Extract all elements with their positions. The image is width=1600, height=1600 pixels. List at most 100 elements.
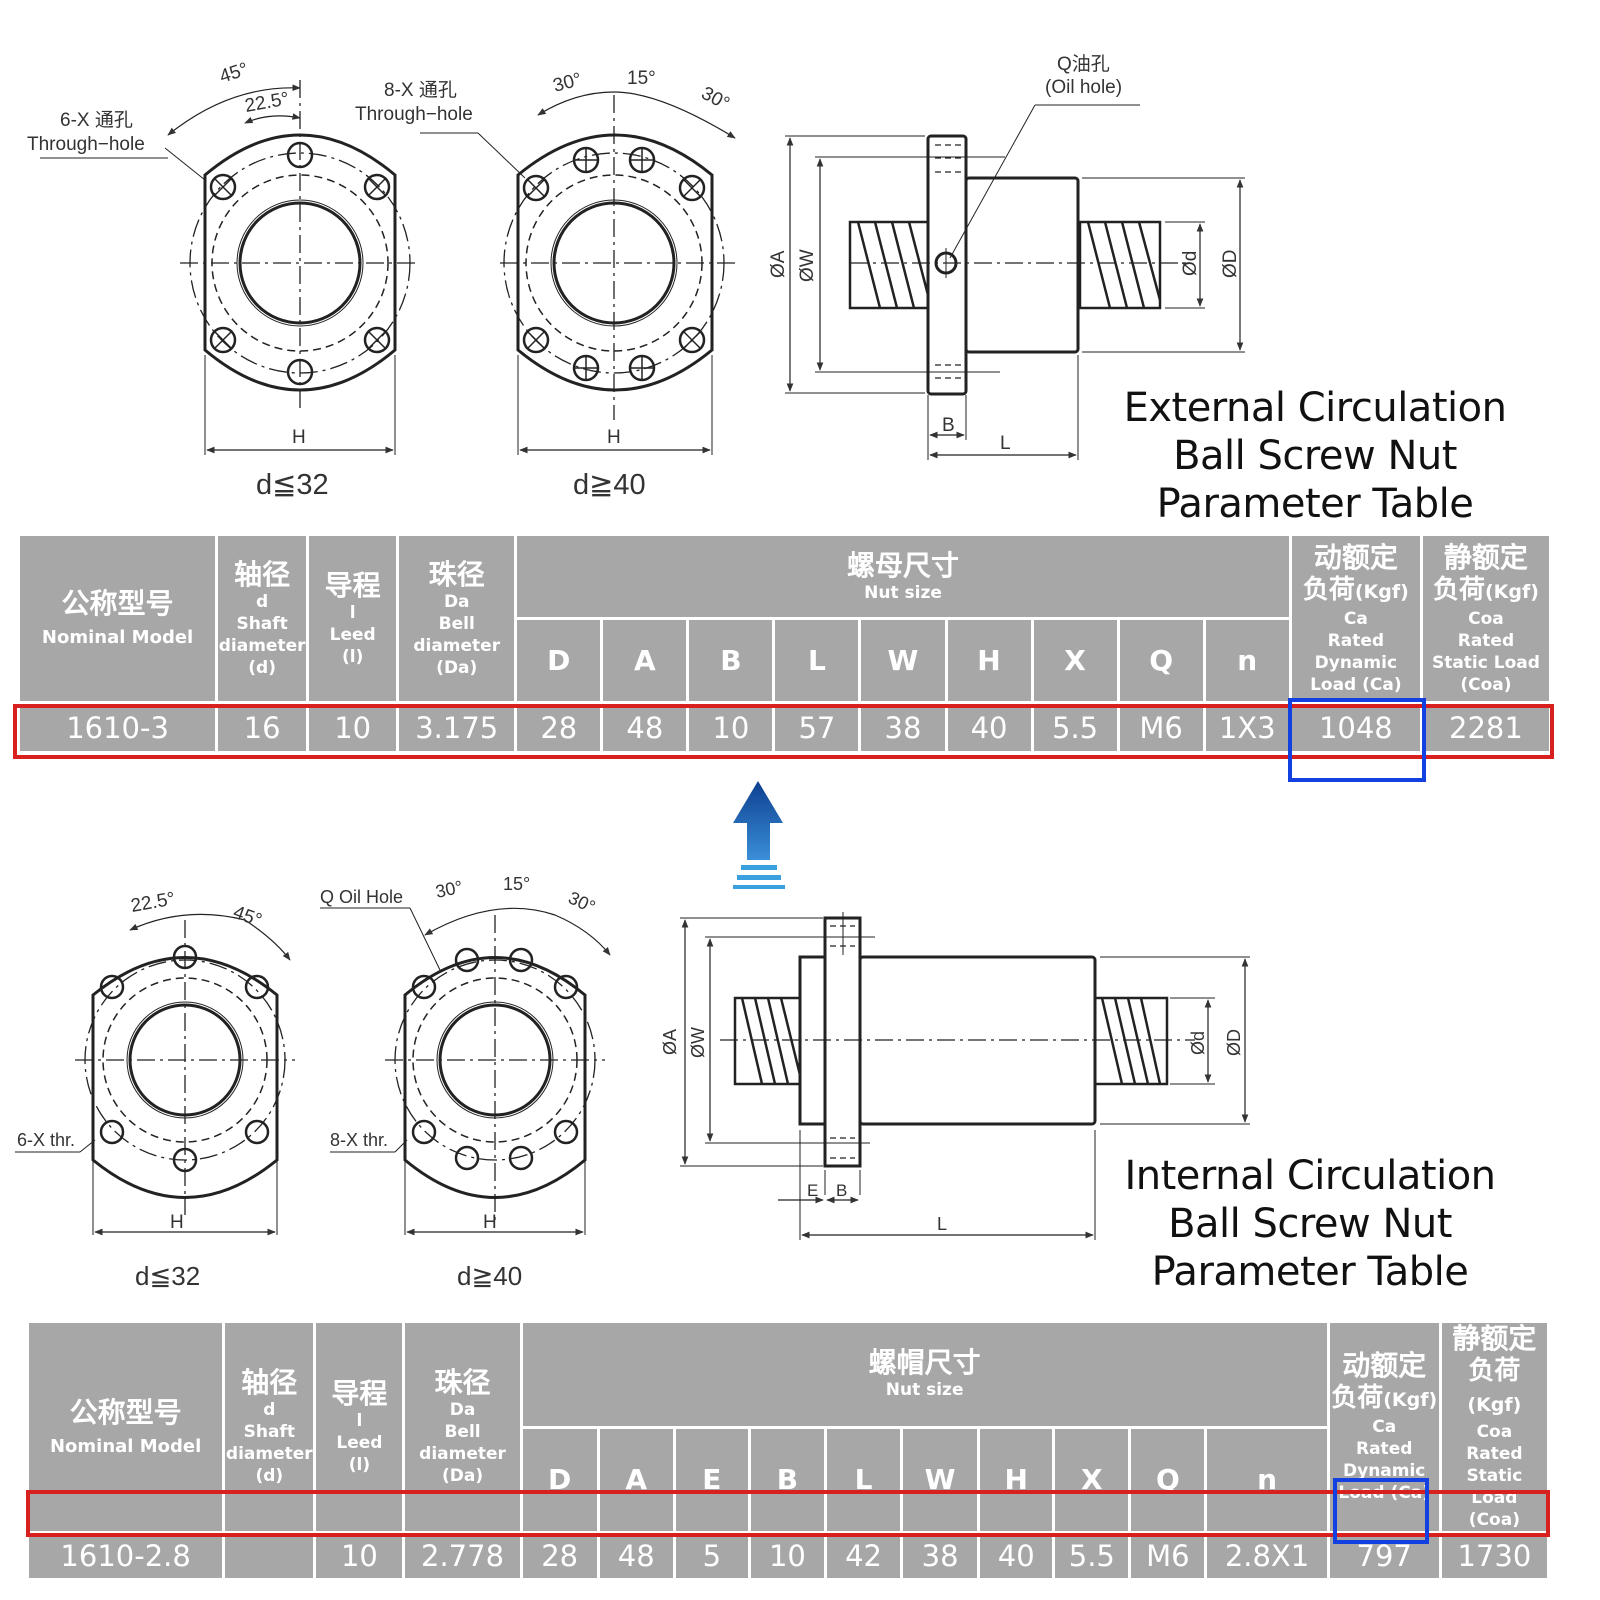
int-header-model: 公称型号 Nominal Model [25,1320,226,1534]
ext-dim-L: L [1000,433,1011,454]
int-cell-model: 1610-2.8 [25,1531,226,1581]
ext-small-hole-label-en: Through−hole [27,134,145,155]
int-dim-D: ØD [1224,1029,1244,1056]
int-cell-A: 48 [596,1531,676,1581]
ext-small-caption: d≦32 [256,469,329,501]
external-title-line-1: External Circulation [1123,385,1507,431]
int-large-width-label: H [483,1212,497,1233]
ext-header-static-load: 静额定 负荷(Kgf) Coa Rated Static Load (Coa) [1419,533,1553,704]
int-col-D: D [519,1425,600,1534]
external-drawings: 45° 22.5° 6-X 通孔 Through−hole H d≦32 30°… [27,53,1245,501]
internal-title-line-3: Parameter Table [1151,1249,1469,1295]
int-row-highlight [26,1490,1550,1537]
int-large-caption: d≧40 [457,1261,522,1291]
int-header-static-load: 静额定 负荷(Kgf) Coa Rated Static Load (Coa) [1438,1320,1551,1534]
int-col-A: A [596,1425,676,1534]
ext-header-lead: 导程 l Leed (l) [306,533,400,704]
int-col-B: B [747,1425,827,1534]
ext-dim-W: ØW [797,249,818,282]
int-header-nut-size: 螺帽尺寸 Nut size [519,1320,1330,1429]
int-small-caption: d≦32 [135,1261,200,1291]
external-title-line-3: Parameter Table [1156,481,1474,527]
int-cell-D: 28 [519,1531,600,1581]
int-cell-Q: M6 [1128,1531,1208,1581]
int-dim-L: L [937,1214,947,1234]
ext-cell-Q: M6 [1116,701,1206,754]
int-cell-lead: 10 [313,1531,406,1581]
internal-title-line-2: Ball Screw Nut [1168,1201,1452,1247]
internal-parameter-table: 公称型号 Nominal Model 轴径 d Shaft diameter (… [25,1320,1551,1581]
ext-cell-H: 40 [944,701,1034,754]
ext-dynamic-load-highlight [1288,698,1426,782]
external-title: External Circulation Ball Screw Nut Para… [1120,384,1510,528]
int-cell-W: 38 [900,1531,981,1581]
int-small-angle-outer: 45° [230,902,264,932]
ext-large-angle-mid: 15° [627,68,656,89]
ext-small-hole-label-zh: 6-X 通孔 [60,109,133,131]
int-col-W: W [900,1425,981,1534]
int-dim-d: Ød [1188,1031,1208,1055]
ext-cell-D: 28 [514,701,604,754]
ext-oil-hole-zh: Q油孔 [1057,53,1110,75]
ext-col-n: n [1202,617,1292,704]
ext-large-caption: d≧40 [573,469,646,501]
ext-large-angle-left: 30° [551,69,584,97]
int-col-H: H [977,1425,1056,1534]
up-arrow-icon [733,781,785,889]
int-cell-n: 2.8X1 [1204,1531,1330,1581]
int-large-angle-left: 30° [434,877,465,902]
ext-large-width-label: H [607,427,621,448]
int-side-view [680,912,1250,1240]
external-title-line-2: Ball Screw Nut [1173,433,1457,479]
int-large-hole-label: 8-X thr. [330,1130,388,1150]
table-row: 1610-3 16 10 3.175 28 48 10 57 38 40 5.5… [16,701,1553,754]
int-dim-B: B [836,1181,847,1200]
ext-dim-d: Ød [1180,251,1201,276]
ext-col-X: X [1030,617,1120,704]
int-col-X: X [1052,1425,1132,1534]
int-oil-hole-label: Q Oil Hole [320,887,403,907]
ext-col-H: H [944,617,1034,704]
internal-drawings: 22.5° 45° 6-X thr. H d≦32 Q Oil Hole 30°… [15,874,1250,1291]
table-row: 1610-2.8 10 2.778 28 48 5 10 42 38 40 5.… [25,1531,1551,1581]
ext-col-B: B [686,617,776,704]
int-dim-A: ØA [660,1029,680,1055]
ext-header-nut-size: 螺母尺寸 Nut size [514,533,1292,620]
int-small-angle-inner: 22.5° [129,889,177,917]
ext-col-Q: Q [1116,617,1206,704]
int-dynamic-load-highlight [1333,1478,1429,1544]
ext-side-view [785,104,1245,460]
ext-small-width-label: H [292,427,306,448]
ext-cell-dynamic-load: 1048 [1288,701,1423,754]
int-col-E: E [672,1425,751,1534]
int-large-angle-mid: 15° [503,874,530,894]
int-dim-W: ØW [688,1027,708,1058]
int-col-n: n [1204,1425,1330,1534]
ext-row-highlight [13,704,1554,759]
int-small-width-label: H [170,1212,184,1233]
ext-large-hole-label-zh: 8-X 通孔 [384,79,457,101]
internal-title-line-1: Internal Circulation [1124,1153,1496,1199]
int-cell-shaft [222,1531,317,1581]
int-col-Q: Q [1128,1425,1208,1534]
ext-large-angle-right: 30° [698,83,733,115]
ext-dim-D: ØD [1220,250,1241,279]
int-header-lead: 导程 l Leed (l) [313,1320,406,1534]
ext-large-hole-label-en: Through−hole [355,104,473,125]
ext-cell-X: 5.5 [1030,701,1120,754]
int-dim-E: E [807,1181,818,1200]
int-cell-static-load: 1730 [1438,1531,1551,1581]
int-cell-X: 5.5 [1052,1531,1132,1581]
int-front-view-small [15,913,295,1236]
int-large-angle-right: 30° [565,887,598,917]
int-cell-E: 5 [672,1531,751,1581]
int-cell-L: 42 [823,1531,904,1581]
ext-cell-model: 1610-3 [16,701,219,754]
int-cell-ball: 2.778 [402,1531,523,1581]
ext-header-model: 公称型号 Nominal Model [16,533,219,704]
int-header-shaft: 轴径 d Shaft diameter (d) [222,1320,317,1534]
ext-header-dynamic-load: 动额定 负荷(Kgf) Ca Rated Dynamic Load (Ca) [1288,533,1423,704]
ext-dim-B: B [942,415,955,436]
ext-front-view-small [40,80,420,455]
ext-cell-W: 38 [858,701,948,754]
